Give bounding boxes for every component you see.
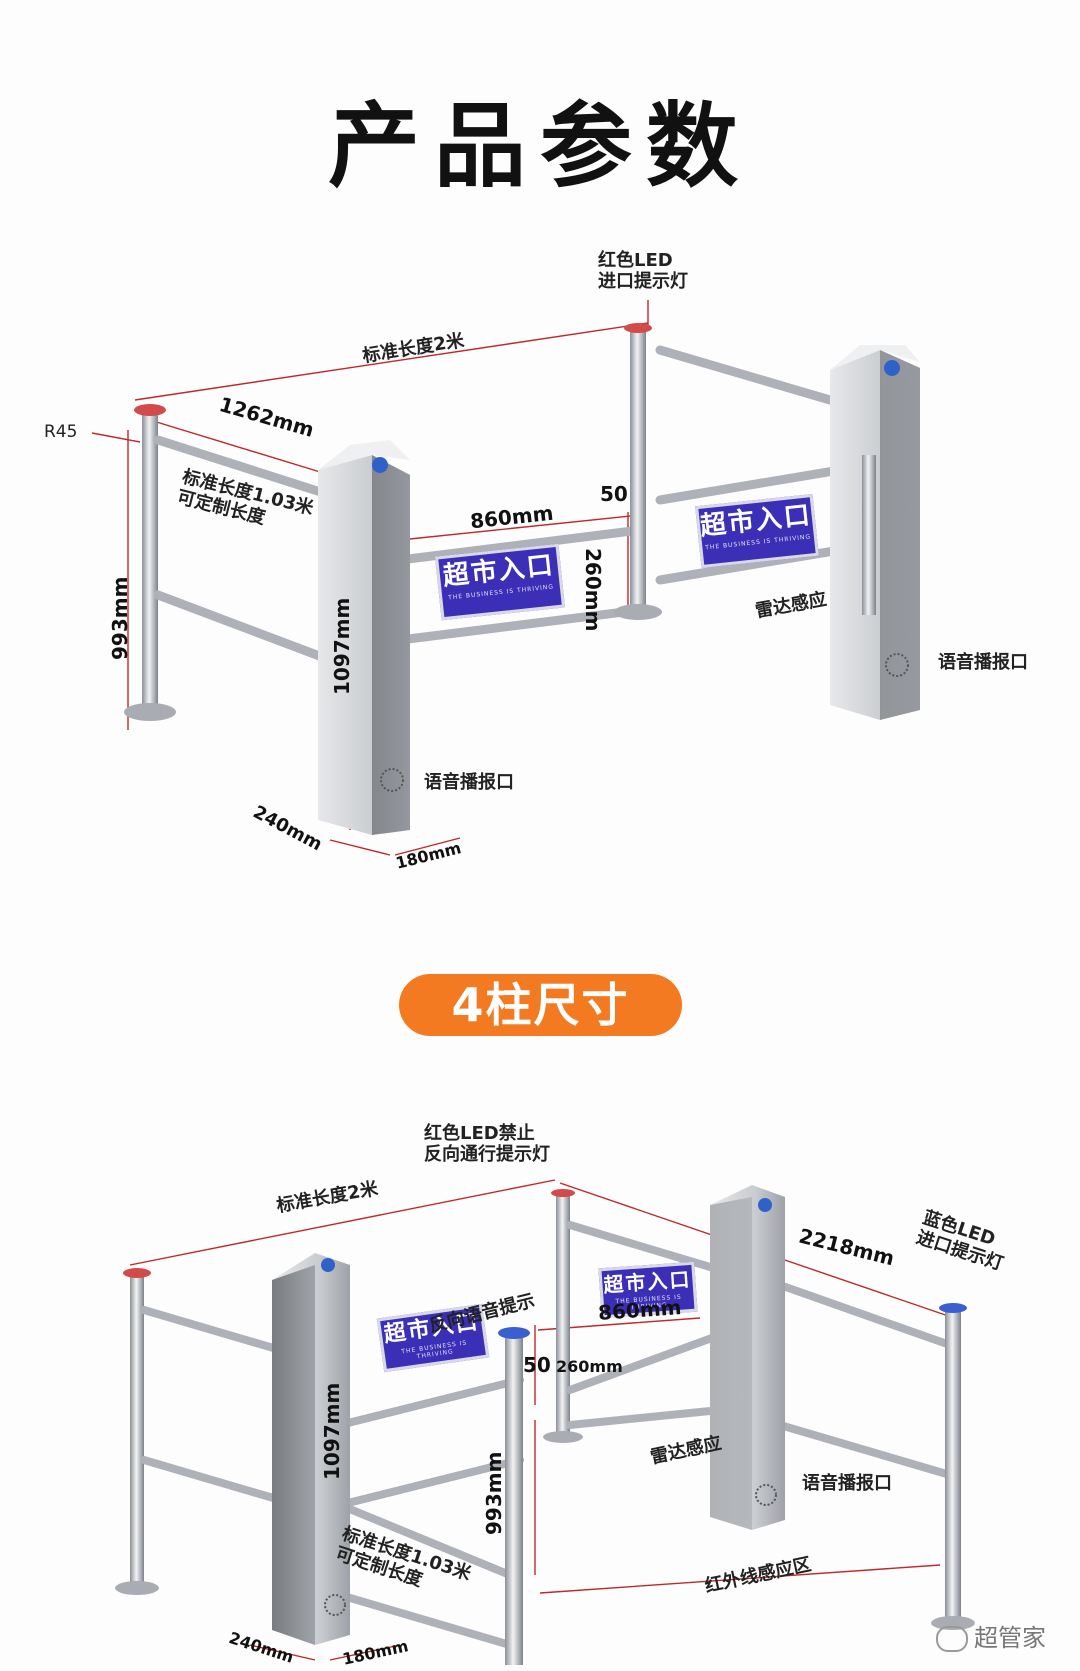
wechat-icon: [936, 1626, 968, 1652]
watermark-text: 超管家: [974, 1624, 1046, 1652]
label-voice-left: 语音播报口: [424, 772, 514, 793]
gate-figure-2post: 超市入口 THE BUSINESS IS THRIVING 超市入口 THE B…: [0, 250, 1080, 910]
dim-260mm: 260mm: [556, 1357, 623, 1376]
label-red-led-reverse: 红色LED禁止 反向通行提示灯: [424, 1123, 550, 1165]
gate-figure-4post: 超市入口 THE BUSINESS IS THRIVING 超市入口 THE B…: [0, 1123, 1080, 1671]
sign-board-right: 超市入口 THE BUSINESS IS THRIVING: [695, 494, 819, 568]
dim-1097mm: 1097mm: [330, 597, 354, 695]
gate-drawing-4post: [115, 1179, 975, 1665]
label-voice: 语音播报口: [802, 1473, 892, 1494]
dim-50: 50: [600, 482, 628, 506]
dim-1097mm: 1097mm: [320, 1382, 344, 1480]
dim-50: 50: [523, 1353, 551, 1377]
section-pill-4post: 4柱尺寸: [399, 974, 682, 1036]
sign-board-left: 超市入口 THE BUSINESS IS THRIVING: [434, 543, 566, 621]
page-title: 产品参数: [327, 93, 752, 200]
gate-drawing-2post: [91, 300, 920, 856]
dim-993mm: 993mm: [108, 576, 132, 660]
watermark: 超管家: [936, 1618, 1046, 1653]
label-r45: R45: [44, 422, 78, 442]
label-red-led: 红色LED 进口提示灯: [598, 250, 688, 292]
dim-993mm: 993mm: [482, 1451, 506, 1535]
dim-260mm: 260mm: [581, 548, 605, 632]
label-voice-right: 语音播报口: [938, 652, 1028, 673]
